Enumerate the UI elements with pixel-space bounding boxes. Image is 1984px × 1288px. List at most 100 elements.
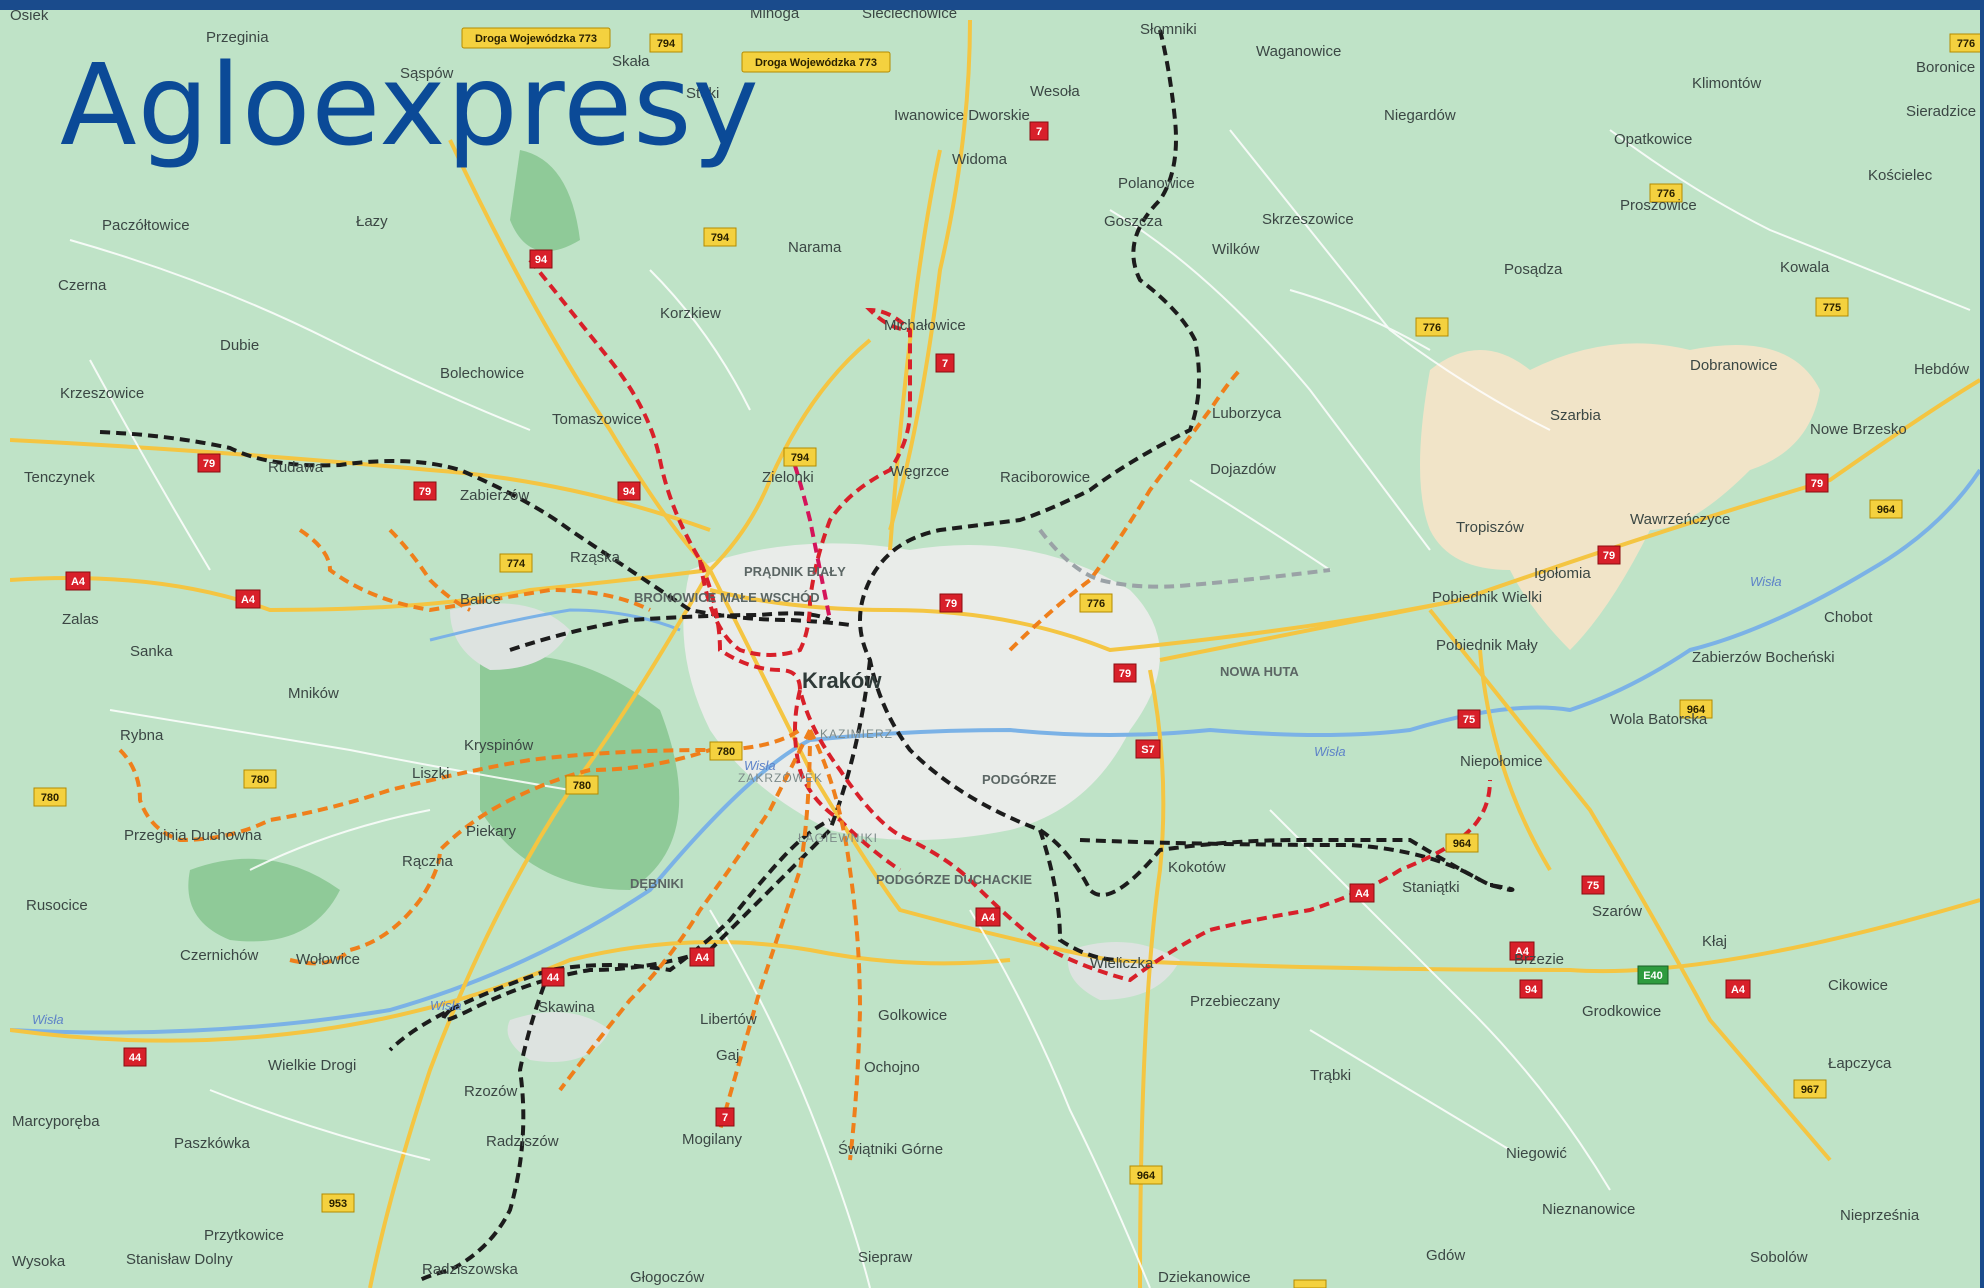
svg-text:7: 7: [942, 358, 948, 370]
road-shield-a4: A4: [1349, 883, 1375, 903]
town-label: Przeginia Duchowna: [124, 827, 262, 844]
road-shield-a4: A4: [975, 907, 1001, 927]
town-label: Balice: [460, 591, 501, 608]
top-border: [0, 0, 1984, 10]
svg-text:79: 79: [1603, 550, 1615, 562]
town-label: Mogilany: [682, 1131, 743, 1148]
town-label: Czernichów: [180, 947, 259, 964]
town-label: Szarbia: [1550, 407, 1602, 424]
road-shield-7: 7: [935, 353, 955, 373]
town-label: Wawrzeńczyce: [1630, 511, 1730, 528]
right-border: [1980, 0, 1984, 1288]
town-label: Niepołomice: [1460, 753, 1543, 770]
town-label: Wielkie Drogi: [268, 1057, 356, 1074]
svg-text:776: 776: [1423, 322, 1441, 334]
orange-line-rybna: [118, 728, 802, 843]
road-shield-964: 964: [1679, 699, 1713, 719]
town-label: Osiek: [10, 10, 49, 24]
town-label: Michałowice: [884, 317, 966, 334]
town-label: Staniątki: [1402, 879, 1460, 896]
town-label: Grodkowice: [1582, 1003, 1661, 1020]
town-label: Skawina: [538, 999, 595, 1016]
town-label: Posądza: [1504, 261, 1563, 278]
road-shield-79: 79: [1113, 663, 1137, 683]
road-shield-94: 94: [617, 481, 641, 501]
svg-text:44: 44: [547, 972, 560, 984]
town-label: Korzkiew: [660, 305, 721, 322]
river-label: Wisła: [744, 758, 776, 773]
town-label: Rączna: [402, 853, 454, 870]
town-label: Tenczynek: [24, 469, 95, 486]
town-label: Chobot: [1824, 609, 1873, 626]
magenta-rail-line: [788, 449, 832, 621]
svg-text:79: 79: [1119, 668, 1131, 680]
road-shield-776: 776: [1079, 593, 1113, 613]
svg-text:A4: A4: [981, 912, 996, 924]
town-label: Nieznanowice: [1542, 1201, 1635, 1218]
road-shield-967: 967: [1793, 1079, 1827, 1099]
urban-area: [450, 603, 570, 670]
wisla-river: [10, 468, 1980, 1035]
town-label: Paszkówka: [174, 1135, 251, 1152]
town-label: Rzozów: [464, 1083, 518, 1100]
road-shield-780: 780: [709, 741, 743, 761]
town-label: Zalas: [62, 611, 99, 628]
district-labels: PRĄDNIK BIAŁY BRONOWICE MAŁE WSCHÓD KAZI…: [630, 564, 1299, 891]
svg-text:776: 776: [1657, 188, 1675, 200]
road-shield-794: 794: [649, 33, 683, 53]
town-label: Dojazdów: [1210, 461, 1276, 478]
svg-text:75: 75: [1587, 880, 1599, 892]
road-shield-94: 94: [1519, 979, 1543, 999]
stream: [429, 608, 681, 642]
town-label: Hebdów: [1914, 361, 1969, 378]
town-label: Wilków: [1212, 241, 1260, 258]
road-shield-a4: A4: [65, 571, 91, 591]
road-shield-964: 964: [1129, 1165, 1163, 1185]
town-label: Skała: [612, 53, 650, 70]
svg-text:794: 794: [657, 38, 676, 50]
road-shield-e40: E40: [1637, 965, 1669, 985]
road-shield-79: 79: [1597, 545, 1621, 565]
town-label: Trąbki: [1310, 1067, 1351, 1084]
town-label: Tropiszów: [1456, 519, 1524, 536]
town-label: Gdów: [1426, 1247, 1465, 1264]
red-rail-lines: [528, 258, 1492, 983]
town-label: Cikowice: [1828, 977, 1888, 994]
road-shield-794: 794: [703, 227, 737, 247]
town-label: Piekary: [466, 823, 517, 840]
district-label: PODGÓRZE: [982, 772, 1057, 787]
page-title: Agloexpresy: [60, 41, 760, 171]
map-layer[interactable]: Droga Wojewódzka 773 Droga Wojewódzka 77…: [10, 10, 1980, 1288]
town-label: Luborzyca: [1212, 405, 1282, 422]
town-label: Narama: [788, 239, 842, 256]
town-label: Czerna: [58, 277, 107, 294]
town-label: Widoma: [952, 151, 1008, 168]
orange-line-skawina-kraków: [558, 729, 812, 1092]
town-label: Skrzeszowice: [1262, 211, 1354, 228]
district-label: DĘBNIKI: [630, 876, 683, 891]
town-label: Stoki: [686, 85, 719, 102]
town-label: Pobiednik Wielki: [1432, 589, 1542, 606]
svg-text:776: 776: [1957, 38, 1975, 50]
road-shield-dw773: Droga Wojewódzka 773: [461, 27, 611, 49]
svg-text:A4: A4: [71, 576, 86, 588]
town-label: Paczółtowice: [102, 217, 190, 234]
svg-text:7: 7: [1036, 126, 1042, 138]
town-label: Niegowić: [1506, 1145, 1567, 1162]
town-label: Radziszowska: [422, 1261, 519, 1278]
forest-area: [480, 655, 680, 890]
svg-text:A4: A4: [1355, 888, 1370, 900]
svg-text:780: 780: [251, 774, 269, 786]
svg-text:A4: A4: [1515, 946, 1530, 958]
town-label: Przeginia: [206, 29, 269, 46]
road-shield-79: 79: [197, 453, 221, 473]
svg-text:780: 780: [717, 746, 735, 758]
road-shield-780: 780: [565, 775, 599, 795]
district-label: PRĄDNIK BIAŁY: [744, 564, 846, 579]
town-label: Rudawa: [268, 459, 324, 476]
town-label: Wola Batorska: [1610, 711, 1708, 728]
town-label: Zabierzów Bocheński: [1692, 649, 1835, 666]
town-label: Kokotów: [1168, 859, 1226, 876]
road-shield-7: 7: [715, 1107, 735, 1127]
